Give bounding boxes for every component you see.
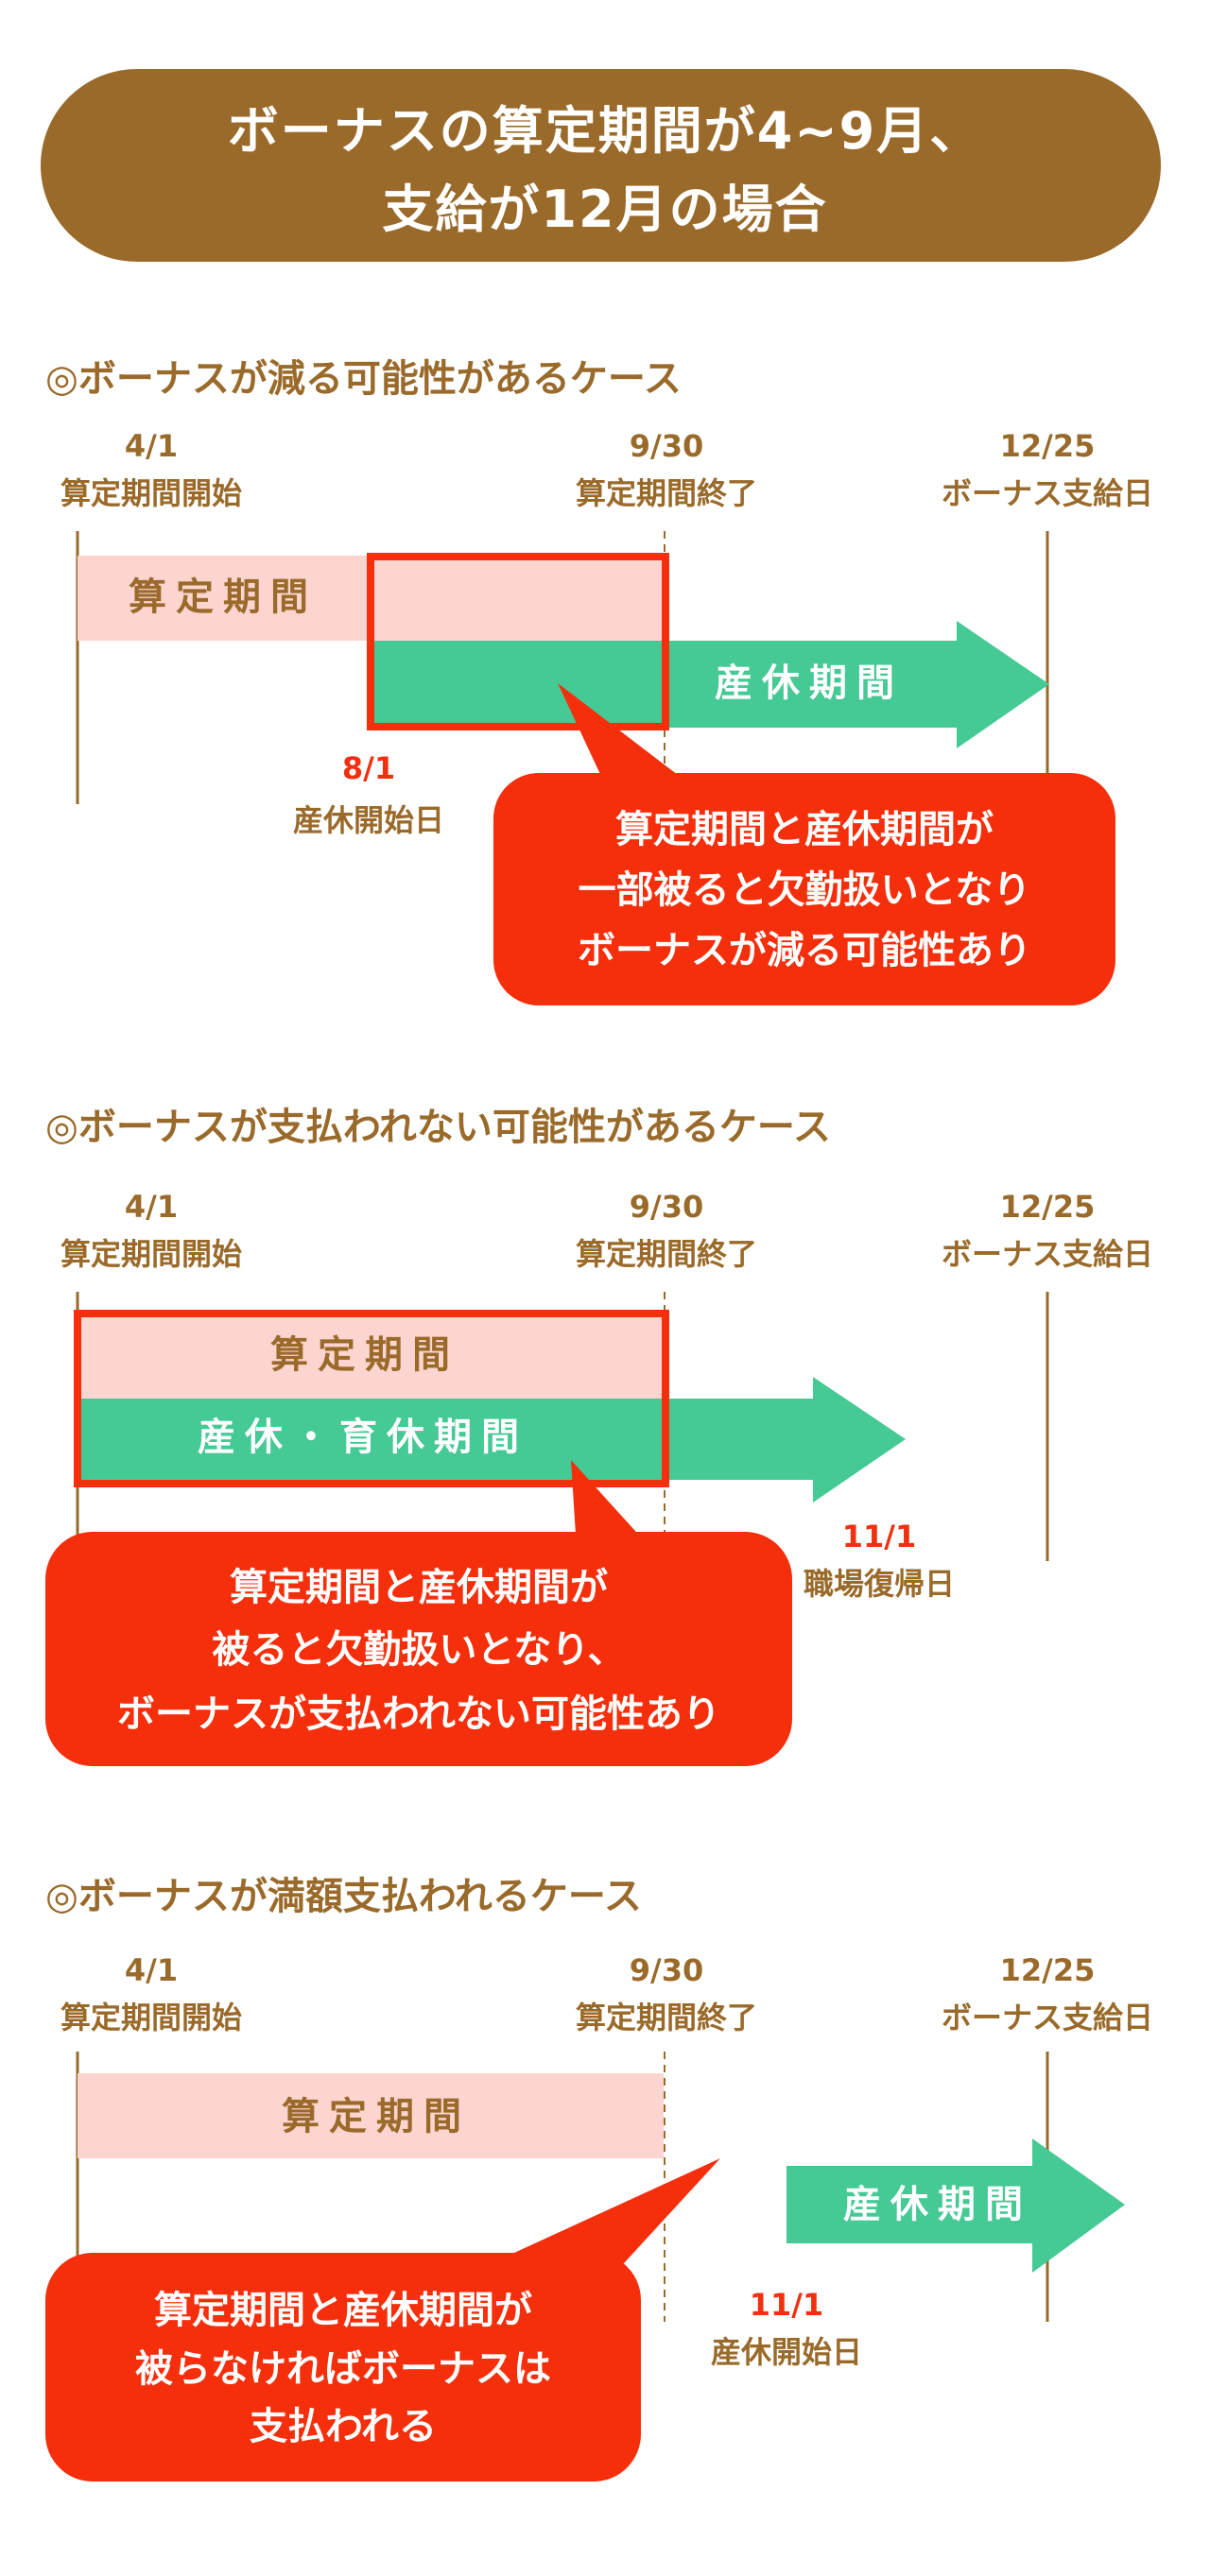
pay-date: 12/25 [999, 428, 1096, 464]
case-heading: ◎ボーナスが減る可能性があるケース [45, 357, 682, 401]
callout-box [493, 773, 1115, 1005]
callout-box [45, 1532, 792, 1766]
title-banner [41, 69, 1161, 262]
calc-period-bar [78, 2073, 664, 2158]
end-date: 9/30 [629, 1189, 704, 1225]
overlap-highlight [367, 553, 669, 730]
title-line-1: ボーナスの算定期間が4~9月、 [227, 101, 983, 161]
case-heading: ◎ボーナスが満額支払われるケース [45, 1875, 642, 1918]
pay-date: 12/25 [999, 1952, 1096, 1988]
title-line-2: 支給が12月の場合 [382, 180, 828, 239]
leave-period-label: 産休期間 [843, 2183, 1032, 2226]
callout-tail [558, 683, 690, 784]
event-date: 8/1 [341, 750, 396, 786]
pay-date: 12/25 [999, 1189, 1096, 1225]
pay-label: ボーナス支給日 [941, 475, 1154, 511]
callout-line: ボーナスが支払われない可能性あり [117, 1692, 720, 1736]
overlap-highlight [74, 1310, 669, 1487]
event-date: 11/1 [749, 2287, 824, 2323]
leave-period-label: 産休・育休期間 [198, 1416, 528, 1459]
leave-arrow [372, 621, 1049, 748]
callout-line: 被ると欠勤扱いとなり、 [212, 1628, 626, 1672]
callout-line: 被らなければボーナスは [135, 2347, 551, 2391]
pay-label: ボーナス支給日 [941, 1236, 1154, 1272]
start-date: 4/1 [124, 1189, 179, 1225]
calc-period-label: 算定期間 [270, 1333, 459, 1377]
start-label: 算定期間開始 [60, 475, 243, 511]
leave-arrow [78, 1377, 906, 1503]
calc-period-label: 算定期間 [282, 2095, 471, 2138]
end-label: 算定期間終了 [575, 1236, 758, 1272]
calc-period-bar [78, 1315, 664, 1399]
callout-line: 算定期間と産休期間が [615, 808, 994, 851]
end-date: 9/30 [629, 428, 704, 464]
leave-arrow [786, 2138, 1125, 2273]
callout-line: 一部被ると欠勤扱いとなり [578, 868, 1031, 912]
end-date: 9/30 [629, 1952, 704, 1988]
case-heading: ◎ボーナスが支払われない可能性があるケース [45, 1106, 831, 1149]
callout-tail [492, 2158, 720, 2263]
leave-period-label: 産休期間 [715, 661, 904, 705]
event-label: 職場復帰日 [803, 1566, 956, 1602]
start-date: 4/1 [124, 1952, 179, 1988]
event-date: 11/1 [841, 1519, 917, 1554]
event-label: 産休開始日 [710, 2334, 863, 2370]
callout-line: ボーナスが減る可能性あり [578, 929, 1031, 972]
callout-line: 支払われる [250, 2405, 437, 2448]
callout-line: 算定期間と産休期間が [230, 1566, 608, 1609]
start-label: 算定期間開始 [60, 1236, 243, 1272]
start-label: 算定期間開始 [60, 2000, 243, 2035]
event-label: 産休開始日 [292, 802, 445, 838]
pay-label: ボーナス支給日 [941, 2000, 1154, 2035]
calc-period-label: 算定期間 [129, 575, 318, 619]
callout-box [45, 2253, 641, 2482]
callout-tail [571, 1460, 652, 1550]
end-label: 算定期間終了 [575, 475, 758, 511]
start-date: 4/1 [124, 428, 179, 464]
end-label: 算定期間終了 [575, 2000, 758, 2035]
callout-line: 算定期間と産休期間が [154, 2289, 532, 2332]
